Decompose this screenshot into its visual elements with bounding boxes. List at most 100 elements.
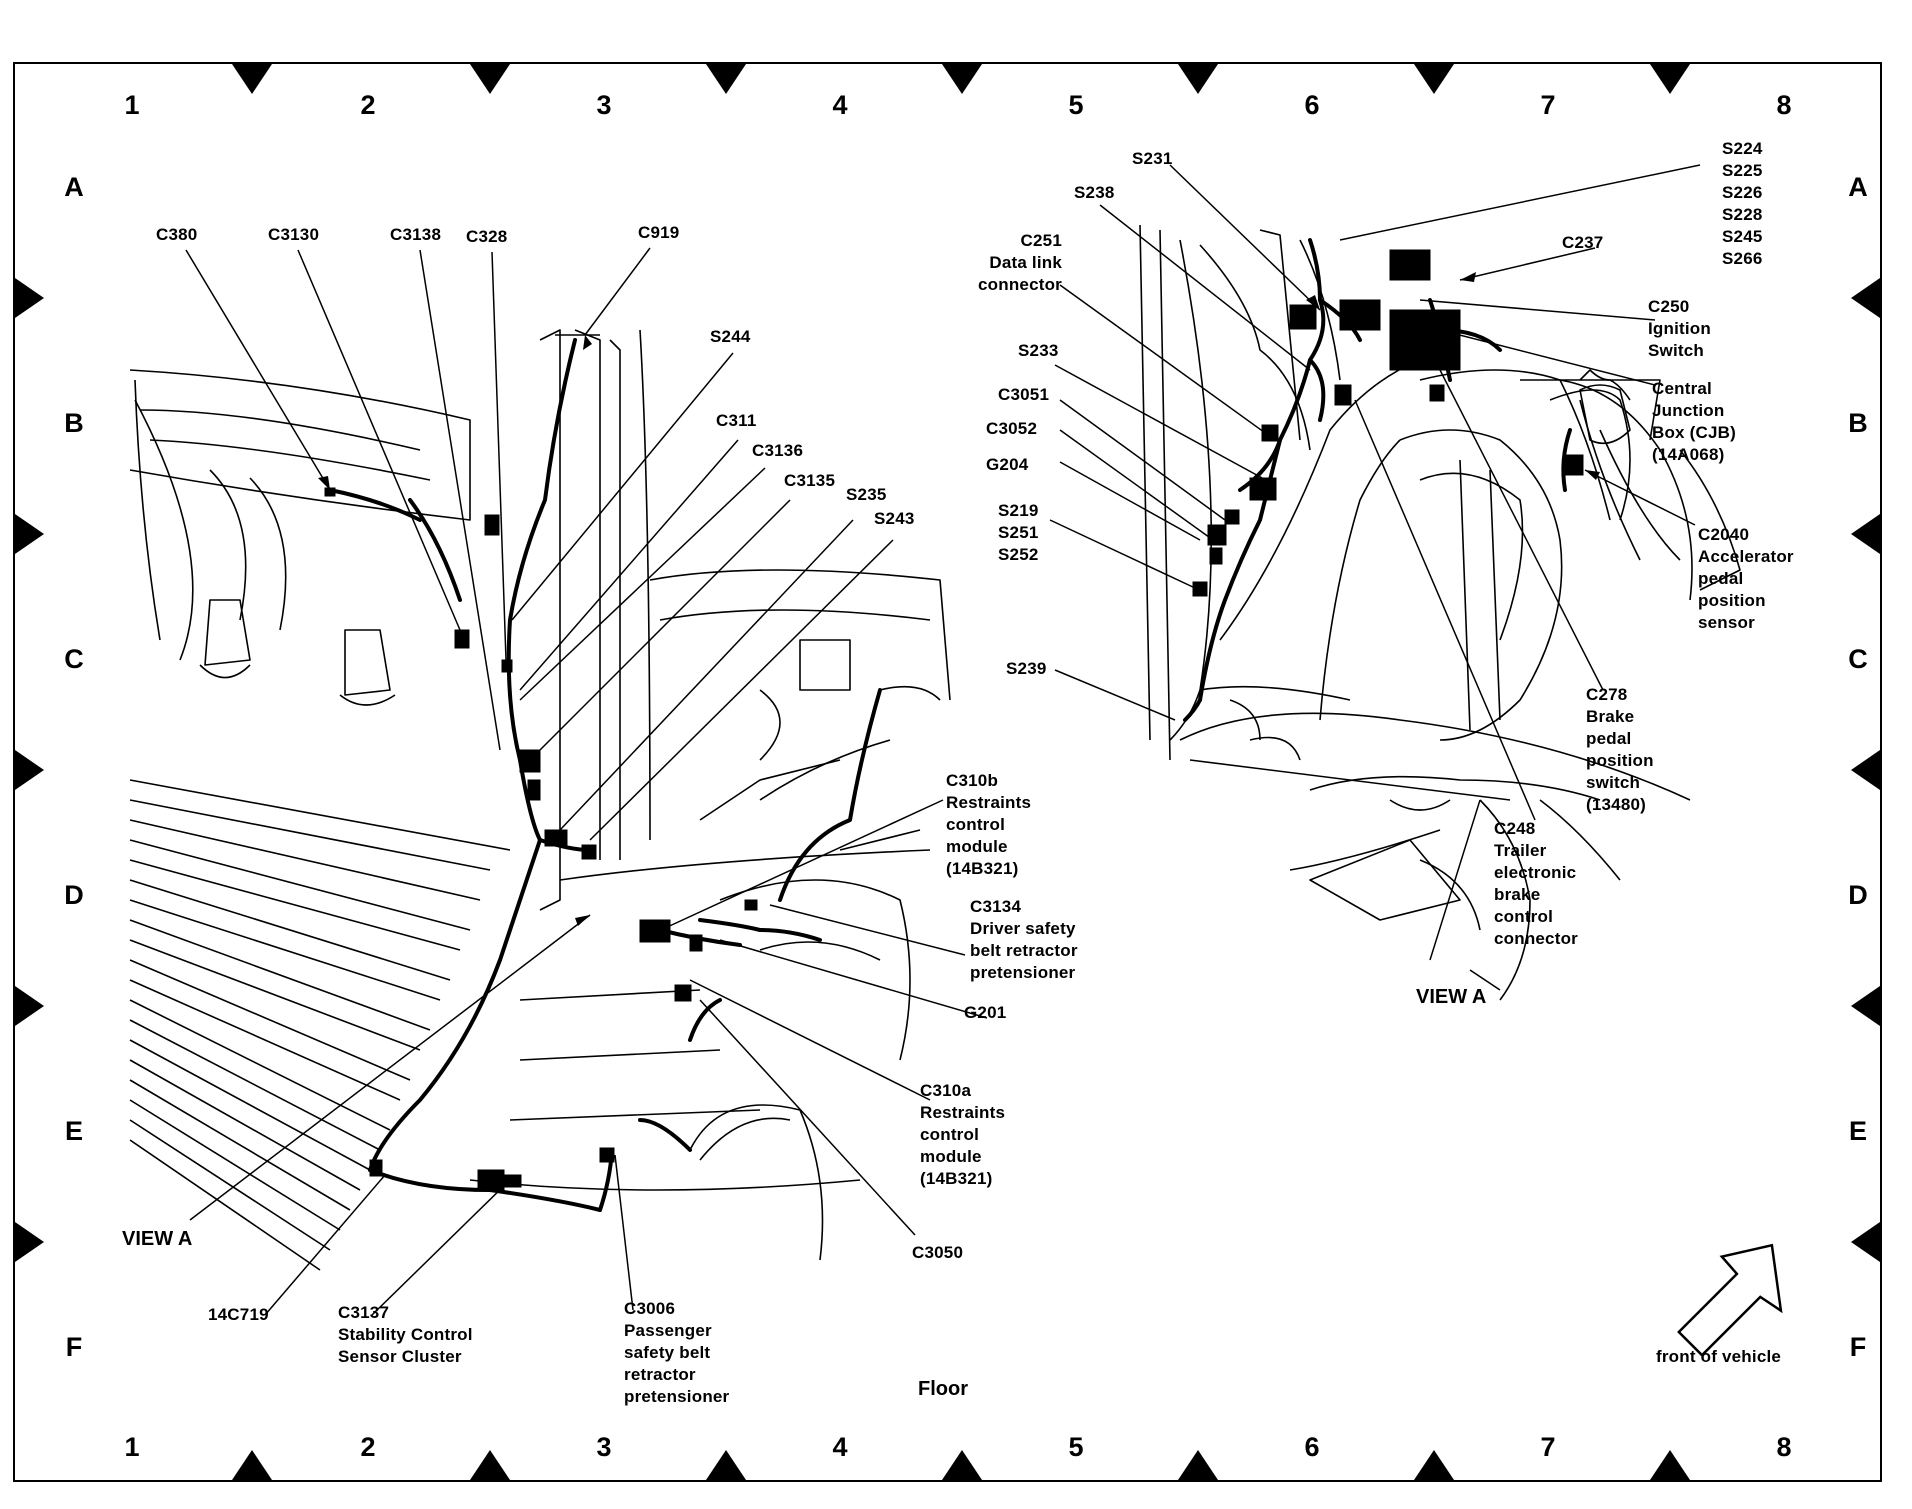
label-c380: C380	[156, 225, 198, 244]
grid-row-left-A: A	[64, 172, 84, 202]
leader-lines	[185, 164, 1701, 1316]
label-c310a-line-4: module	[920, 1147, 982, 1166]
label-c3006-line-5: pretensioner	[624, 1387, 730, 1406]
label-c3134: C3134 Driver safety belt retractor prete…	[970, 896, 1078, 984]
grid-col-bottom-4: 4	[832, 1432, 848, 1462]
label-s224: S224	[1722, 139, 1763, 158]
diagram-border	[13, 62, 1882, 1482]
label-s243: S243	[874, 509, 915, 528]
label-cjb: Central Junction Box (CJB) (14A068)	[1652, 378, 1736, 466]
left-grid-markers	[15, 278, 44, 1262]
label-c278-line-1: C278	[1586, 685, 1628, 704]
label-c248-line-3: electronic	[1494, 863, 1577, 882]
label-s239: S239	[1006, 659, 1047, 678]
grid-row-right-E: E	[1848, 1116, 1867, 1146]
label-c248-line-5: control	[1494, 907, 1554, 926]
grid-col-bottom-7: 7	[1540, 1432, 1556, 1462]
label-c310b-line-4: module	[946, 837, 1008, 856]
label-c278-line-4: position	[1586, 751, 1654, 770]
label-c310b: C310b Restraints control module (14B321)	[946, 770, 1031, 880]
label-c3006-line-1: C3006	[624, 1299, 676, 1318]
label-s219-group: S219 S251 S252	[998, 500, 1039, 566]
grid-col-top-6: 6	[1304, 90, 1320, 120]
grid-col-bottom-2: 2	[360, 1432, 376, 1462]
grid-col-top-3: 3	[596, 90, 612, 120]
label-c248-line-4: brake	[1494, 885, 1541, 904]
label-s224-group: S224 S225 S226 S228 S245 S266	[1722, 138, 1763, 270]
label-c251-line-3: connector	[978, 275, 1062, 294]
label-c3134-line-1: C3134	[970, 897, 1022, 916]
label-c3137-line-3: Sensor Cluster	[338, 1347, 462, 1366]
label-c310b-line-1: C310b	[946, 771, 999, 790]
label-c248-line-1: C248	[1494, 819, 1536, 838]
label-s252: S252	[998, 545, 1039, 564]
label-cjb-line-3: Box (CJB)	[1652, 423, 1736, 442]
grid-row-left-C: C	[64, 644, 84, 674]
label-c2040: C2040 Accelerator pedal position sensor	[1698, 524, 1794, 634]
label-c3134-line-4: pretensioner	[970, 963, 1076, 982]
label-s244: S244	[710, 327, 751, 346]
grid-row-right-C: C	[1848, 644, 1868, 674]
label-c278-line-6: (13480)	[1586, 795, 1646, 814]
label-c3006: C3006 Passenger safety belt retractor pr…	[624, 1298, 729, 1408]
grid-col-top-7: 7	[1540, 90, 1556, 120]
grid-row-left-D: D	[64, 880, 84, 910]
grid-col-bottom-1: 1	[124, 1432, 140, 1462]
label-c2040-line-2: Accelerator	[1698, 547, 1794, 566]
grid-col-top-2: 2	[360, 90, 376, 120]
label-s238: S238	[1074, 183, 1115, 202]
grid-col-top-4: 4	[832, 90, 848, 120]
label-c2040-line-1: C2040	[1698, 525, 1750, 544]
label-c278-line-3: pedal	[1586, 729, 1632, 748]
floor-connectors	[324, 487, 758, 1191]
label-c3130: C3130	[268, 225, 320, 244]
label-c2040-line-3: pedal	[1698, 569, 1744, 588]
label-c3135: C3135	[784, 471, 836, 490]
label-c310a-line-3: control	[920, 1125, 980, 1144]
grid-col-top-5: 5	[1068, 90, 1084, 120]
grid-col-bottom-3: 3	[596, 1432, 612, 1462]
label-c251-line-2: Data link	[989, 253, 1062, 272]
label-c310b-line-3: control	[946, 815, 1006, 834]
label-g201: G201	[964, 1003, 1007, 1022]
label-view-a-left: VIEW A	[122, 1228, 193, 1250]
floor-view-artwork	[129, 329, 951, 1271]
label-c248-line-2: Trailer	[1494, 841, 1547, 860]
grid-col-top-1: 1	[124, 90, 140, 120]
label-14c719: 14C719	[208, 1305, 269, 1324]
label-s245: S245	[1722, 227, 1763, 246]
label-s233: S233	[1018, 341, 1059, 360]
grid-row-right-F: F	[1849, 1332, 1867, 1362]
label-s266: S266	[1722, 249, 1763, 268]
label-c278-line-5: switch	[1586, 773, 1641, 792]
grid-col-bottom-6: 6	[1304, 1432, 1320, 1462]
label-c3006-line-4: retractor	[624, 1365, 696, 1384]
label-s219: S219	[998, 501, 1039, 520]
label-s225: S225	[1722, 161, 1763, 180]
label-c251: C251 Data link connector	[960, 230, 1062, 296]
label-s251: S251	[998, 523, 1039, 542]
label-c3006-line-3: safety belt	[624, 1343, 711, 1362]
label-cjb-line-2: Junction	[1652, 401, 1725, 420]
label-c310b-line-2: Restraints	[946, 793, 1032, 812]
label-c3134-line-2: Driver safety	[970, 919, 1076, 938]
label-c2040-line-5: sensor	[1698, 613, 1755, 632]
label-c3136: C3136	[752, 441, 804, 460]
label-cjb-line-4: (14A068)	[1652, 445, 1725, 464]
view-a-artwork	[1139, 224, 1741, 1001]
label-c248-line-6: connector	[1494, 929, 1578, 948]
leader-arrowheads	[318, 272, 1600, 926]
label-s228: S228	[1722, 205, 1763, 224]
label-floor: Floor	[918, 1378, 968, 1400]
grid-col-bottom-5: 5	[1068, 1432, 1084, 1462]
label-c237: C237	[1562, 233, 1604, 252]
label-c310a: C310a Restraints control module (14B321)	[920, 1080, 1005, 1190]
label-g204: G204	[986, 455, 1029, 474]
label-c250: C250 Ignition Switch	[1648, 296, 1711, 362]
label-c250-line-3: Switch	[1648, 341, 1704, 360]
label-s231: S231	[1132, 149, 1173, 168]
label-c3137-line-2: Stability Control	[338, 1325, 473, 1344]
label-view-a-right: VIEW A	[1416, 986, 1487, 1008]
